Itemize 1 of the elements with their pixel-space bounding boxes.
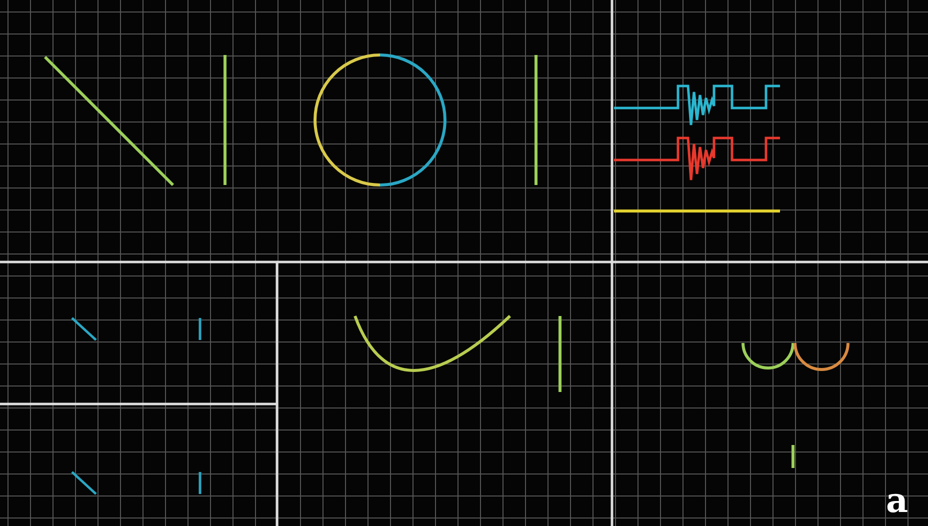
panel-label: a [886, 482, 908, 520]
